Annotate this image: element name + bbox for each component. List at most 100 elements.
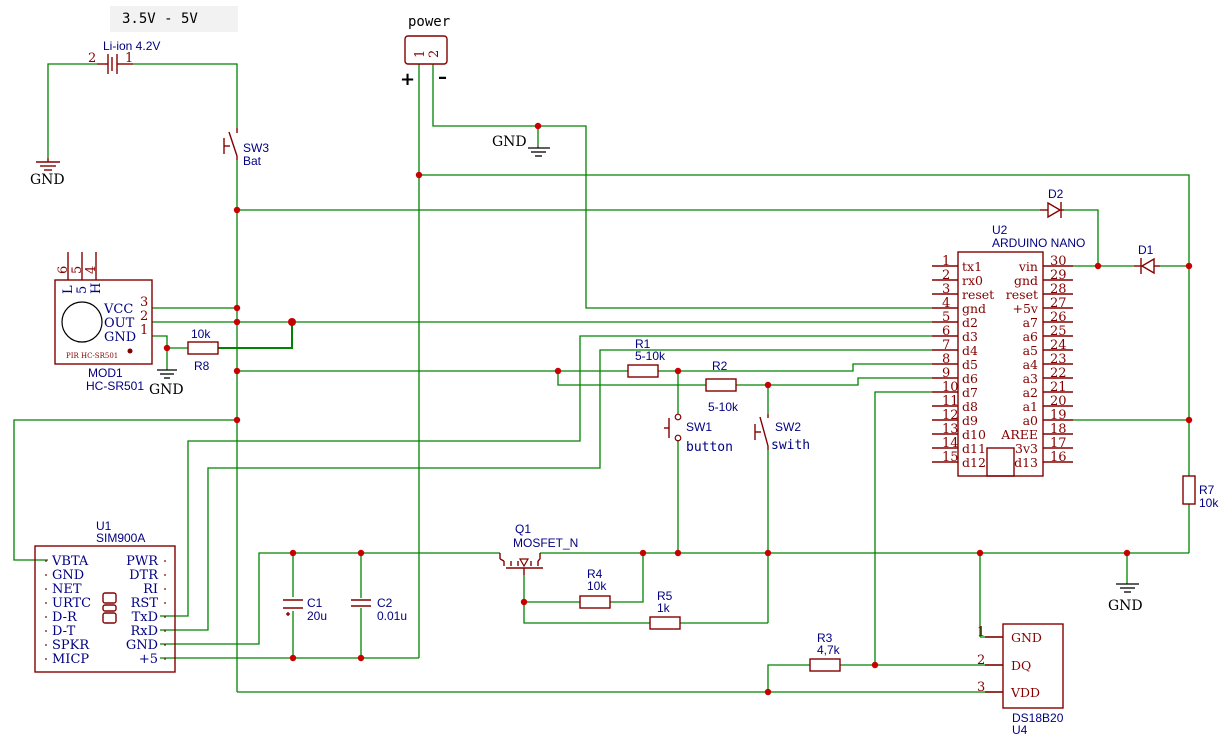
battery-label: Li-ion 4.2V (103, 39, 160, 53)
diode-d1: D1 (1134, 243, 1160, 275)
nano-right-pin-name: d13 (1014, 455, 1038, 470)
sw3-value: Bat (243, 154, 262, 168)
nano-right-pin-num: 22 (1050, 366, 1067, 381)
nano-left-pin-name: d7 (962, 385, 978, 400)
d2-ref: D2 (1048, 187, 1064, 201)
sim-right-pin-label: PWR (126, 554, 159, 569)
ground-symbol-left: GND (30, 158, 65, 188)
nano-left-pin-num: 12 (942, 408, 959, 423)
gnd-label-left: GND (30, 172, 65, 188)
nano-left-pin-num: 1 (942, 254, 950, 269)
nano-left-pin-num: 10 (942, 380, 959, 395)
power-minus: – (438, 67, 447, 88)
r2-value: 5-10k (708, 400, 739, 414)
nano-right-pin-name: a1 (1023, 399, 1038, 414)
r5-value: 1k (657, 601, 671, 615)
pir-top-label-h: H (89, 283, 104, 294)
nano-left-pin-num: 5 (942, 310, 950, 325)
pir-out: OUT (104, 316, 135, 331)
nano-right-pin-num: 20 (1050, 394, 1067, 409)
pir-pin1: 1 (140, 323, 148, 338)
gnd-label-right: GND (1108, 598, 1143, 614)
resistor-r8: 10k R8 (187, 327, 219, 373)
supply-voltage-label: 3.5V - 5V (122, 11, 198, 27)
nano-left-pin-num: 8 (942, 352, 950, 367)
mosfet-q1: Q1 MOSFET_N (499, 522, 578, 575)
nano-left-pin-name: rx0 (962, 273, 983, 288)
nano-left-pin-num: 11 (942, 394, 959, 409)
sim-right-pin-label: DTR (129, 568, 159, 583)
sim-left-pin-label: URTC (52, 596, 91, 611)
d1-ref: D1 (1138, 243, 1154, 257)
nano-right-pin-name: a7 (1023, 315, 1038, 330)
ground-symbol-pir: GND (149, 369, 184, 398)
nano-ref: U2 (992, 223, 1008, 237)
pir-top-pin6: 6 (56, 266, 71, 274)
nano-right-pin-num: 28 (1050, 282, 1067, 297)
nano-left-pin-name: d3 (962, 329, 978, 344)
sim-left-pin-dot (45, 588, 47, 590)
nano-right-pin-name: a3 (1023, 371, 1038, 386)
ds-pin1-name: GND (1011, 630, 1042, 645)
sw1-value: button (686, 440, 733, 455)
ds18b20-sensor: 1 GND 2 DQ 3 VDD DS18B20 U4 (977, 623, 1064, 737)
q1-value: MOSFET_N (513, 536, 578, 550)
sim-right-pin-dot (164, 630, 166, 632)
nano-left-pin-num: 4 (942, 296, 950, 311)
ds-pin2-name: DQ (1011, 658, 1031, 673)
nano-right-pin-num: 29 (1050, 268, 1067, 283)
sw2-ref: SW2 (775, 420, 801, 434)
nano-right-pin-name: a6 (1023, 329, 1038, 344)
resistor-r5: R5 1k (649, 589, 681, 630)
resistor-r2: R2 5-10k (705, 359, 739, 414)
pir-top-label-5: 5 (75, 286, 90, 294)
nano-left-pin-name: d8 (962, 399, 978, 414)
pir-gnd: GND (104, 330, 136, 345)
nano-right-pin-name: a4 (1023, 357, 1038, 372)
sim-left-pin-label: MICP (52, 652, 89, 667)
nano-right-pin-num: 26 (1050, 310, 1067, 325)
nano-left-pin-num: 2 (942, 268, 950, 283)
nano-left-pin-num: 9 (942, 366, 950, 381)
nano-right-pin-name: AREE (1000, 427, 1038, 442)
resistor-r7: R7 10k (1182, 475, 1219, 510)
junction-dots (163, 122, 1193, 696)
c2-value: 0.01u (377, 609, 407, 623)
power-pin1: 1 (413, 50, 428, 58)
sim-right-pin-label: GND (126, 638, 158, 653)
nano-right-pin-num: 19 (1050, 408, 1067, 423)
sim-left-pin-dot (45, 630, 47, 632)
sim-right-pin-dot (164, 644, 166, 646)
capacitor-c2: C2 0.01u (351, 596, 407, 623)
r1-ref: R1 (635, 337, 651, 351)
ds-value: DS18B20 (1012, 711, 1064, 725)
capacitor-c1: C1 20u (283, 596, 327, 623)
nano-left-pin-num: 7 (942, 338, 950, 353)
gnd-label-top: GND (492, 134, 527, 150)
nano-left-pin-name: d6 (962, 371, 978, 386)
wires (13, 63, 1190, 693)
nano-left-pin-name: d5 (962, 357, 978, 372)
sim-ref: U1 (96, 519, 112, 533)
sim-left-pin-label: D-R (52, 610, 78, 625)
resistor-r4: R4 10k (579, 567, 611, 609)
c1-value: 20u (307, 609, 327, 623)
nano-left-pin-name: reset (962, 287, 994, 302)
r2-ref: R2 (712, 359, 728, 373)
sw3-ref: SW3 (243, 141, 269, 155)
r1-value: 5-10k (635, 349, 666, 363)
nano-left-pin-name: d4 (962, 343, 978, 358)
r3-value: 4,7k (817, 643, 841, 657)
nano-left-pin-name: d9 (962, 413, 978, 428)
r7-value: 10k (1199, 496, 1219, 510)
sim-left-pin-dot (45, 602, 47, 604)
r7-ref: R7 (1199, 483, 1215, 497)
sim-left-pin-label: VBTA (51, 554, 89, 569)
nano-right-pin-num: 27 (1050, 296, 1067, 311)
c1-ref: C1 (307, 596, 323, 610)
nano-right-pin-name: gnd (1014, 273, 1038, 288)
nano-right-pin-name: vin (1018, 259, 1038, 274)
nano-right-pin-num: 18 (1050, 422, 1067, 437)
